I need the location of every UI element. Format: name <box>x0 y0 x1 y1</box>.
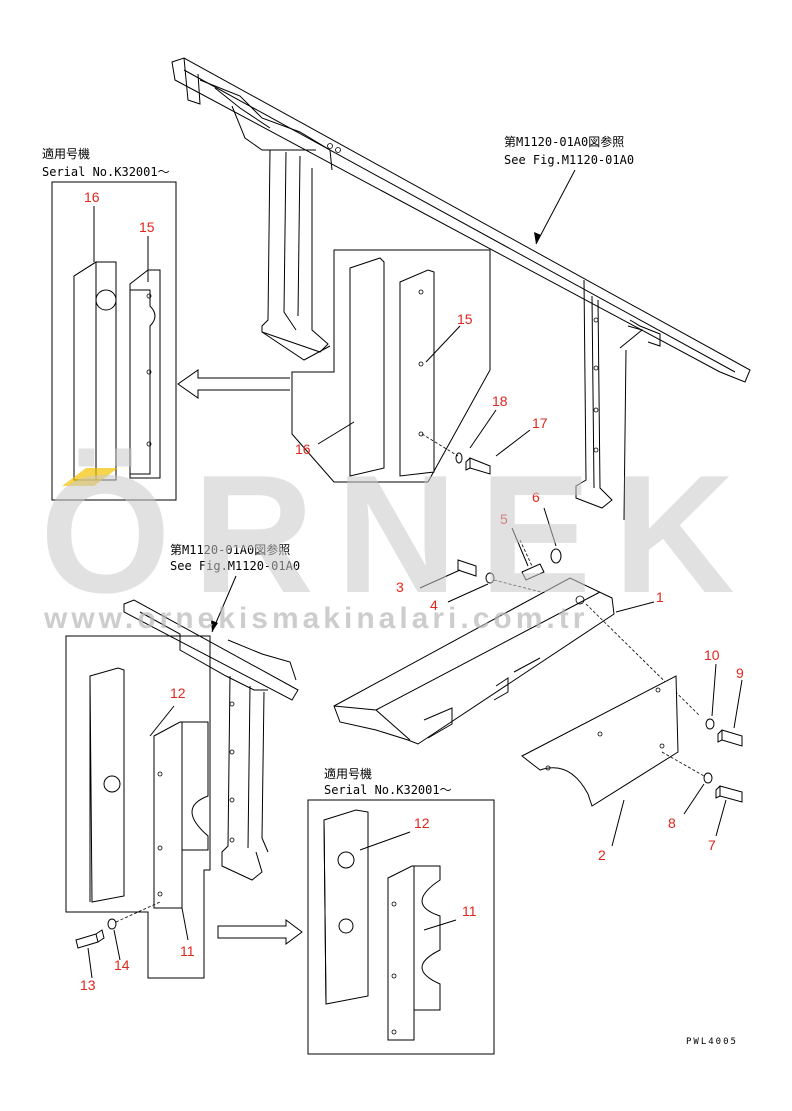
callout-8: 8 <box>668 815 676 831</box>
bolt-9-washer-10 <box>705 718 743 747</box>
inset-parts-15-16-variant <box>73 261 161 481</box>
ref-leader-top <box>535 169 576 245</box>
serial-title-1: 適用号機 <box>42 146 90 161</box>
callout-3: 3 <box>396 579 404 595</box>
leader-16b <box>317 421 355 445</box>
leader-1 <box>615 601 655 613</box>
detail-parts-11-12 <box>89 667 209 909</box>
leader-17 <box>495 429 531 457</box>
ref-arrow-top <box>534 232 541 244</box>
callout-9: 9 <box>736 665 744 681</box>
bolt-13-washer-14 <box>75 901 161 949</box>
leader-2 <box>611 799 625 847</box>
leader-3 <box>419 569 461 589</box>
serial-no-2: Serial No.K32001～ <box>324 783 452 797</box>
bolt-7-washer-8 <box>661 751 743 803</box>
cover-part-2 <box>521 675 679 807</box>
callout-2: 2 <box>598 847 606 863</box>
watermark-accent-icon <box>62 468 118 486</box>
callout-14: 14 <box>114 957 130 973</box>
callout-1: 1 <box>656 589 664 605</box>
top-frame-assembly <box>171 57 751 521</box>
lower-frame-assembly <box>123 599 299 881</box>
callout-11a: 11 <box>180 943 195 959</box>
callout-12a: 12 <box>170 685 186 701</box>
callout-16b: 16 <box>295 441 311 457</box>
arrow-to-serial-box-1 <box>177 369 290 399</box>
callout-13: 13 <box>80 977 96 993</box>
drawing-code: PWL4005 <box>686 1037 738 1047</box>
leader-6 <box>543 507 557 547</box>
detail-box-11-12 <box>65 635 211 979</box>
leader-8 <box>683 783 705 815</box>
detail-box-15-16 <box>291 249 491 483</box>
leader-7 <box>715 799 727 837</box>
leader-10 <box>711 663 717 717</box>
leader-14 <box>113 929 121 961</box>
leader-18 <box>469 409 497 449</box>
callout-6: 6 <box>532 489 540 505</box>
leader-13 <box>87 947 93 979</box>
serial-box-1 <box>51 181 177 501</box>
arrow-to-serial-box-2 <box>217 919 303 945</box>
callout-15a: 15 <box>139 219 155 235</box>
leader-11b <box>423 919 457 931</box>
callout-5: 5 <box>500 511 508 527</box>
inset-parts-11-12-variant <box>323 809 441 1041</box>
callout-10: 10 <box>704 647 720 663</box>
leader-15b <box>425 325 461 363</box>
ref-note-top-jp: 第M1120-01A0図参照 <box>504 134 624 149</box>
callout-11b: 11 <box>462 903 477 919</box>
serial-no-1: Serial No.K32001～ <box>42 165 170 179</box>
serial-box-2 <box>307 799 495 1055</box>
watermark-url: www.ornekismakinalari.com.tr <box>43 602 588 635</box>
callout-15b: 15 <box>457 311 473 327</box>
ref-note-mid-en: See Fig.M1120-01A0 <box>170 559 300 573</box>
callout-4: 4 <box>430 597 438 613</box>
callout-16a: 16 <box>84 189 100 205</box>
ref-note-mid-jp: 第M1120-01A0図参照 <box>170 542 290 557</box>
leader-12b <box>359 831 411 851</box>
watermark: ÖRNEK www.ornekismakinalari.com.tr <box>40 440 757 635</box>
ref-arrow-mid <box>211 620 218 632</box>
callout-18: 18 <box>492 393 508 409</box>
bolt-5-washer-6 <box>519 539 562 581</box>
cover-part-1 <box>333 577 701 745</box>
watermark-brand: ÖRNEK <box>40 440 757 628</box>
callout-17: 17 <box>532 415 548 431</box>
callout-12b: 12 <box>414 815 430 831</box>
leader-12a <box>149 705 175 737</box>
bolt-17-washer-18 <box>421 433 491 475</box>
leader-4 <box>447 583 489 603</box>
detail-parts-15-16 <box>349 257 435 477</box>
leader-9 <box>733 679 743 729</box>
leader-11a <box>181 907 189 941</box>
serial-title-2: 適用号機 <box>324 766 372 781</box>
callout-7: 7 <box>708 837 716 853</box>
leader-5 <box>511 527 529 567</box>
ref-note-top-en: See Fig.M1120-01A0 <box>504 153 634 167</box>
